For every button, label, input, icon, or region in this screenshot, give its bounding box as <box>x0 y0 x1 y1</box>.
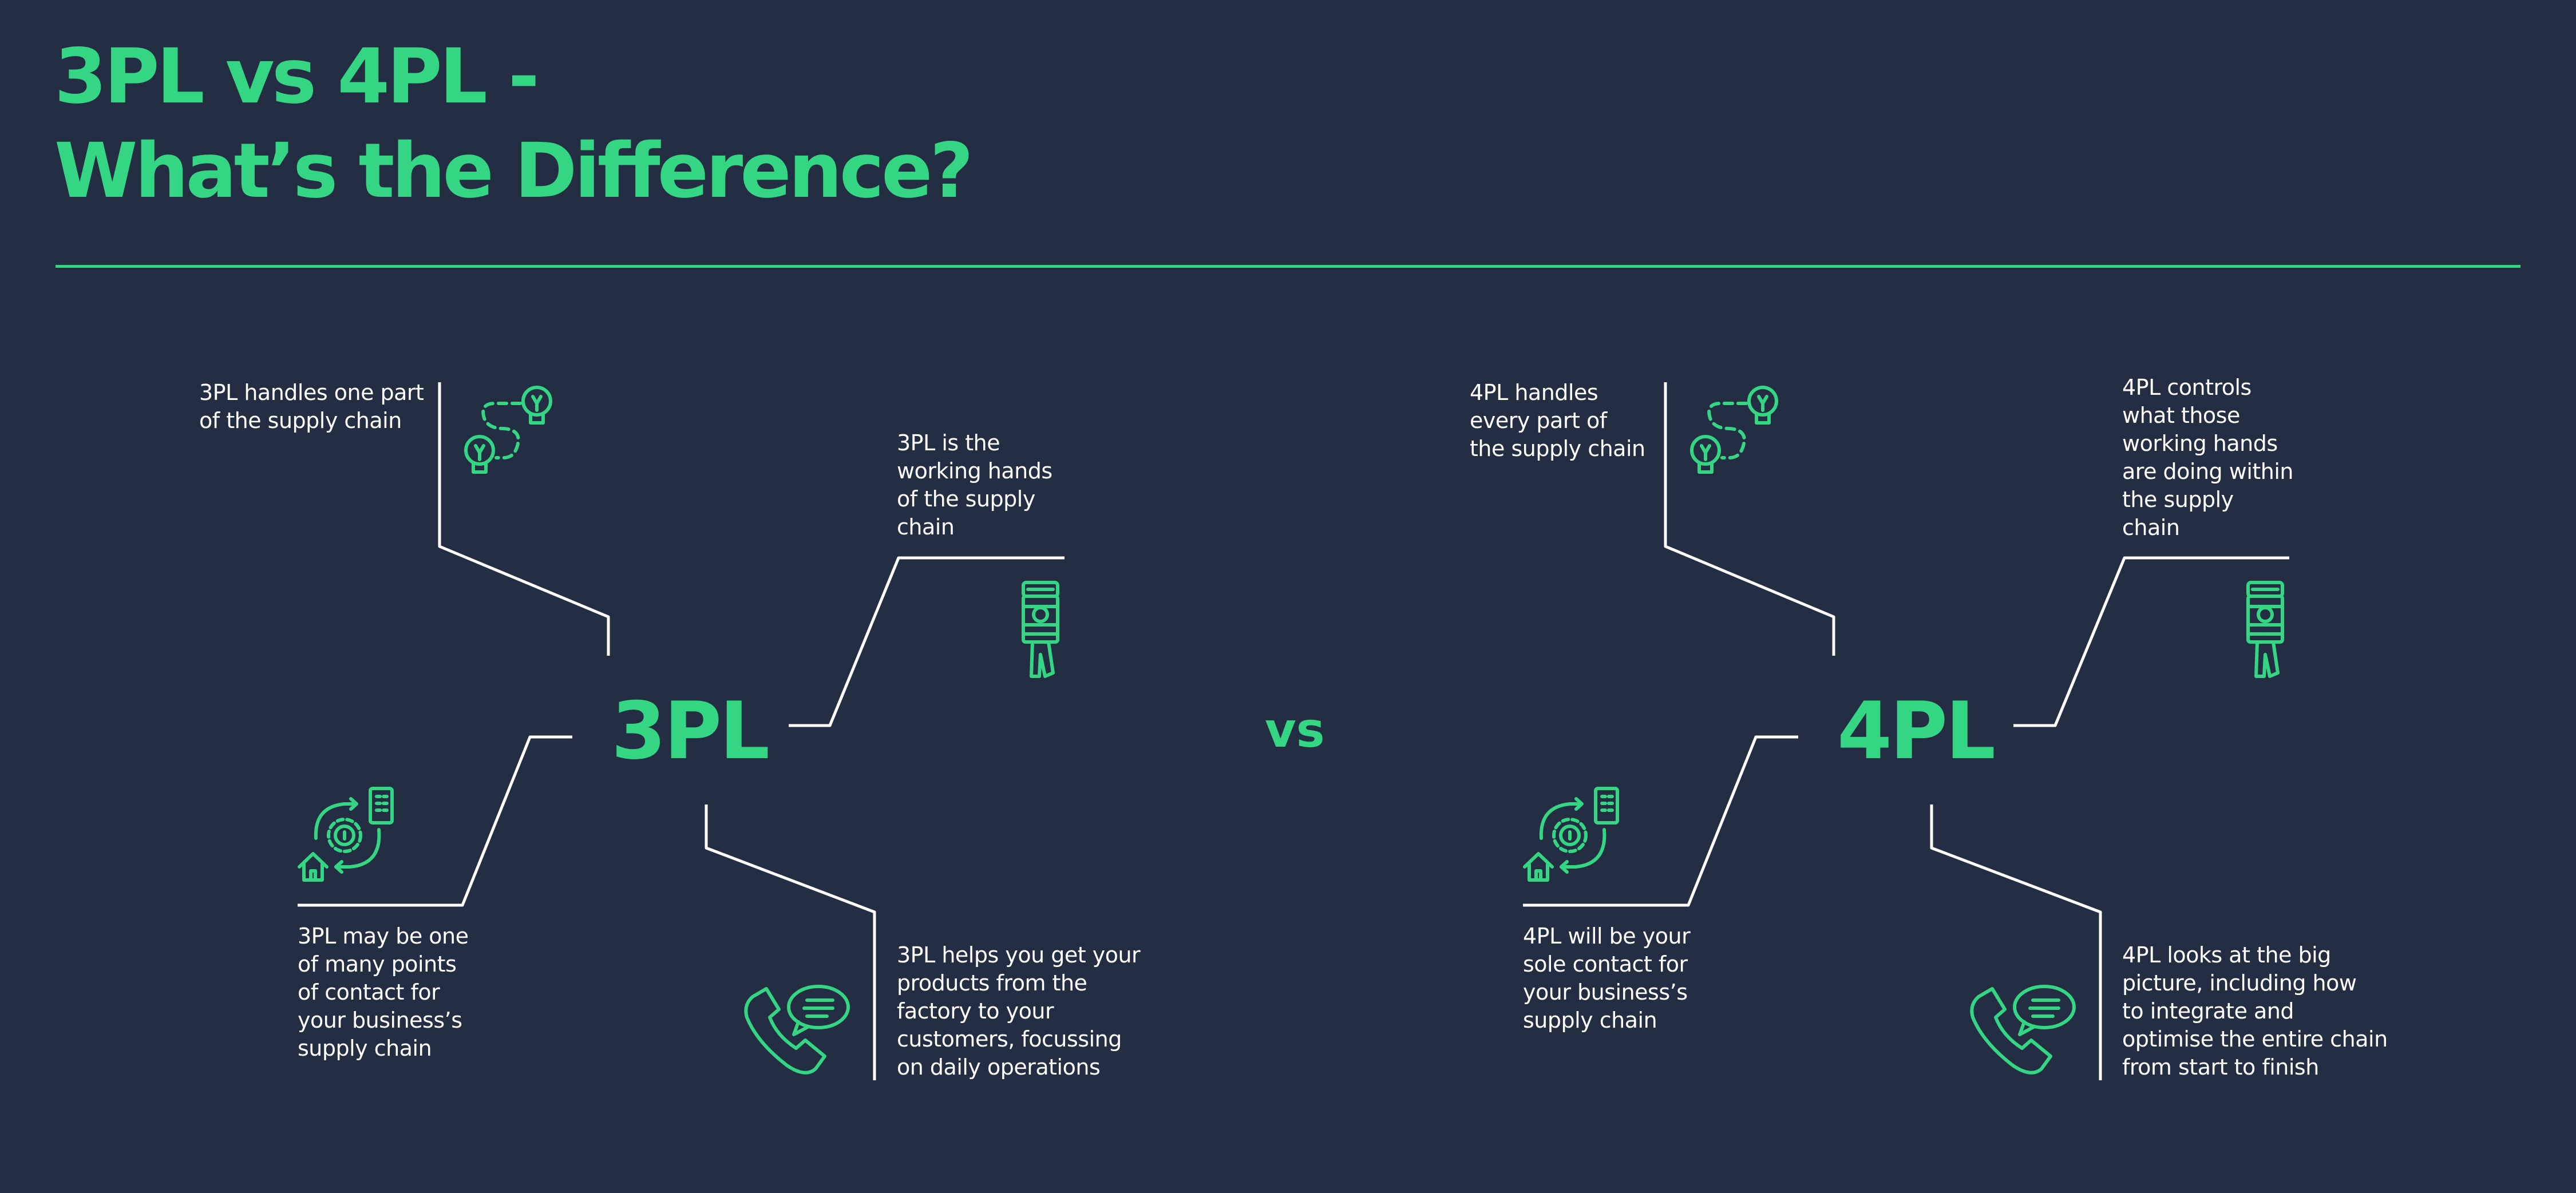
connector-4pl-bottom-left <box>1523 735 1798 907</box>
label-4pl: 4PL <box>1837 685 1996 777</box>
connector-3pl-bottom-left <box>298 735 572 907</box>
title-line-1: 3PL vs 4PL - <box>54 33 540 121</box>
connector-4pl-bottom-right <box>1930 804 2102 1080</box>
delivery-cycle-icon <box>296 784 399 884</box>
connector-3pl-top-right <box>789 556 1065 727</box>
label-3pl: 3PL <box>611 685 770 777</box>
connector-3pl-bottom-right <box>705 804 876 1080</box>
phone-chat-icon <box>1967 980 2082 1083</box>
connector-4pl-top-left <box>1664 382 1835 656</box>
delivery-cycle-icon <box>1521 784 1624 884</box>
connector-3pl-top-left <box>438 382 610 656</box>
connector-4pl-top-right <box>2013 556 2289 727</box>
page-title: 3PL vs 4PL - What’s the Difference? <box>54 30 974 219</box>
worker-icon <box>2245 579 2286 682</box>
title-divider <box>56 265 2520 268</box>
vs-label: vs <box>1265 702 1325 758</box>
phone-chat-icon <box>741 980 856 1083</box>
route-pins-icon <box>1687 381 1784 483</box>
route-pins-icon <box>461 381 558 483</box>
worker-icon <box>1020 579 1061 682</box>
title-line-2: What’s the Difference? <box>54 127 974 215</box>
